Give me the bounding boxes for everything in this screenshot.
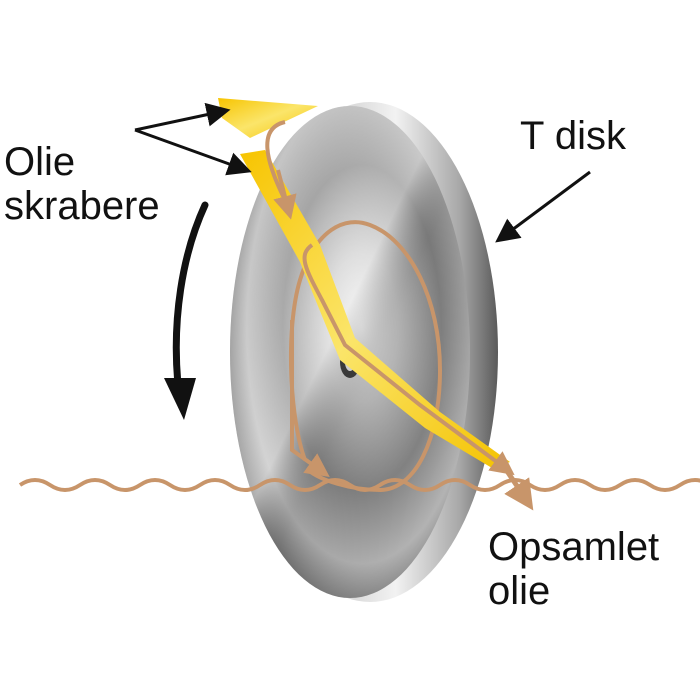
oil-scrapers: [218, 98, 534, 511]
oil-rotation-loop: [288, 220, 443, 493]
oil-flow-arrow-icon: [273, 169, 297, 220]
pointer-arrow-icon: [134, 128, 252, 176]
oil-flow-along-scraper: [265, 120, 505, 468]
scraper-top: [218, 98, 318, 138]
collected-oil-label-line-1: Opsamlet: [488, 525, 660, 569]
pointer-arrow-icon: [134, 102, 231, 132]
rotation-arrow-icon: [164, 201, 209, 420]
collected-oil-label-line-2: olie: [488, 569, 551, 613]
disk-label: T disk: [520, 114, 626, 158]
pointer-arrows: [134, 102, 591, 243]
oil-scrapers-label-line-2: skrabere: [4, 184, 160, 228]
scraper-blade: [240, 150, 510, 468]
oil-flow-arrow-icon: [290, 320, 330, 477]
oil-flow-arrow-icon: [502, 466, 534, 511]
oil-scrapers-label: Olie skrabere: [4, 140, 160, 228]
pointer-arrow-icon: [495, 170, 591, 243]
collected-oil-label: Opsamlet olie: [488, 525, 659, 613]
oil-scrapers-label-line-1: Olie: [4, 140, 76, 184]
